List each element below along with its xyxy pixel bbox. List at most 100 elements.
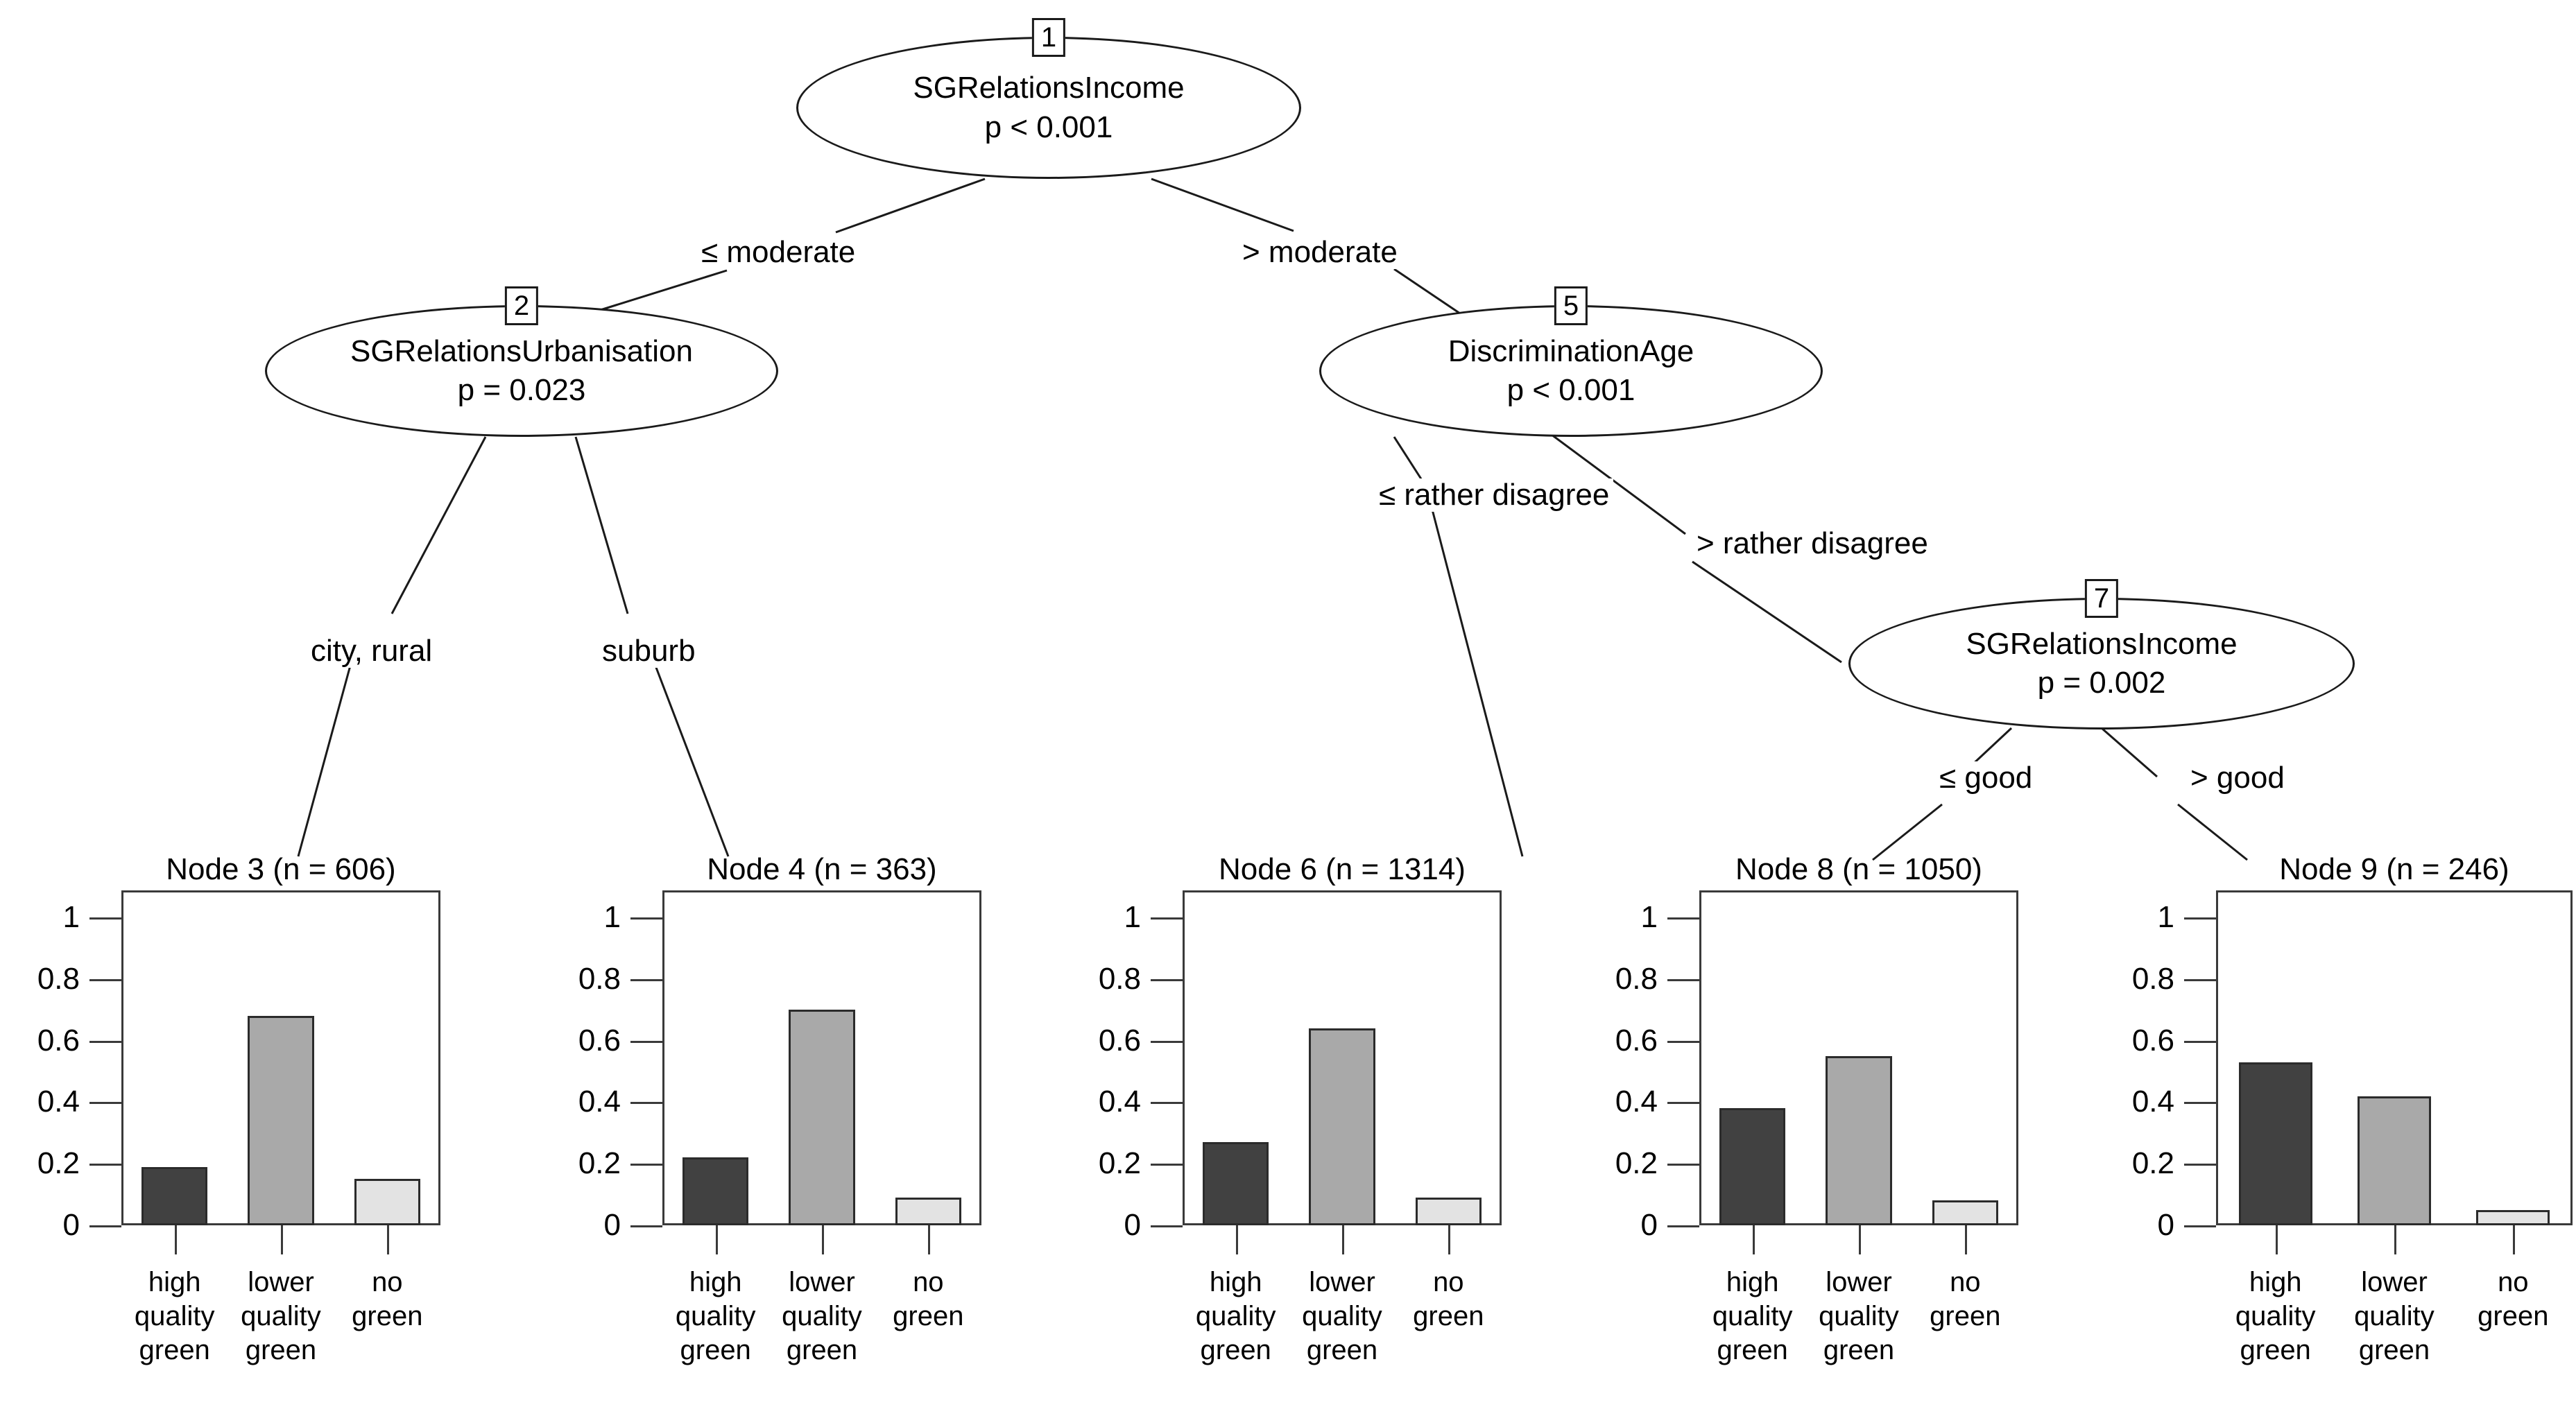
y-tick-mark: [1667, 1102, 1699, 1105]
y-tick-label: 0: [1640, 1208, 1658, 1242]
x-category-line: green: [1823, 1334, 1895, 1365]
x-category-line: quality: [2235, 1300, 2316, 1331]
x-category-line: green: [2478, 1300, 2549, 1331]
inner-node-7[interactable]: 7 SGRelationsIncome p = 0.002: [1848, 579, 2355, 730]
bar: [248, 1016, 314, 1225]
y-tick-label: 1: [1640, 900, 1658, 934]
y-tick-label: 1: [62, 900, 80, 934]
x-category-line: green: [2240, 1334, 2311, 1365]
x-category-line: green: [139, 1334, 210, 1365]
x-tick-mark: [1448, 1225, 1451, 1254]
x-category-line: high: [2249, 1267, 2302, 1297]
x-tick-mark: [2275, 1225, 2278, 1254]
x-category-line: green: [786, 1334, 858, 1365]
y-tick-mark: [1667, 1164, 1699, 1166]
y-tick-mark: [2184, 1225, 2216, 1227]
y-tick-label: 0: [62, 1208, 80, 1242]
x-category-line: no: [1433, 1267, 1464, 1297]
y-tick-label: 0.2: [1615, 1146, 1658, 1181]
edge-label-2-right: suburb: [598, 635, 700, 668]
node-1-pvalue: p < 0.001: [984, 110, 1113, 144]
inner-node-1[interactable]: 1 SGRelationsIncome p < 0.001: [796, 18, 1301, 179]
y-tick-mark: [630, 1102, 662, 1105]
y-tick-label: 1: [1124, 900, 1141, 934]
x-category-line: quality: [134, 1300, 215, 1331]
x-category-line: green: [1306, 1334, 1378, 1365]
x-category-line: no: [2498, 1267, 2529, 1297]
edge-label-7-right: > good: [2186, 761, 2289, 795]
bar: [1826, 1055, 1892, 1225]
x-category-line: lower: [1309, 1267, 1375, 1297]
bar: [2238, 1062, 2312, 1225]
x-category-line: lower: [2361, 1267, 2428, 1297]
y-tick-mark: [89, 978, 121, 981]
x-category-line: green: [1413, 1300, 1484, 1331]
edge-label-7-left: ≤ good: [1935, 761, 2037, 795]
x-tick-mark: [1965, 1225, 1968, 1254]
x-category-line: quality: [1195, 1300, 1276, 1331]
bar: [1719, 1108, 1786, 1225]
y-tick-mark: [1151, 1225, 1183, 1227]
x-category-line: high: [1209, 1267, 1262, 1297]
y-tick-label: 0.2: [37, 1146, 80, 1181]
y-tick-label: 0.4: [1098, 1085, 1141, 1119]
inner-node-5[interactable]: 5 DiscriminationAge p < 0.001: [1319, 286, 1823, 437]
y-tick-label: 0.6: [578, 1023, 621, 1058]
y-tick-label: 0.8: [2131, 961, 2174, 996]
y-tick-label: 0.4: [578, 1085, 621, 1119]
bar: [682, 1157, 749, 1225]
panel-title: Node 3 (n = 606): [166, 852, 396, 886]
y-tick-label: 0.8: [1615, 961, 1658, 996]
y-tick-mark: [1151, 978, 1183, 981]
y-tick-label: 0: [603, 1208, 621, 1242]
x-tick-mark: [1752, 1225, 1755, 1254]
bar: [1415, 1198, 1482, 1225]
edge-label-5-left: ≤ rather disagree: [1375, 478, 1614, 512]
x-category-line: lower: [789, 1267, 855, 1297]
y-tick-mark: [2184, 978, 2216, 981]
y-tick-mark: [1667, 1225, 1699, 1227]
y-tick-mark: [89, 917, 121, 920]
x-category-line: quality: [782, 1300, 862, 1331]
x-tick-mark: [1342, 1225, 1344, 1254]
inner-node-2[interactable]: 2 SGRelationsUrbanisation p = 0.023: [265, 286, 778, 437]
y-tick-label: 0.8: [37, 961, 80, 996]
y-tick-mark: [630, 1040, 662, 1043]
y-tick-mark: [1151, 917, 1183, 920]
node-7-variable: SGRelationsIncome: [1966, 626, 2238, 661]
x-category-line: high: [148, 1267, 201, 1297]
y-tick-mark: [2184, 917, 2216, 920]
x-tick-mark: [715, 1225, 718, 1254]
y-tick-mark: [1151, 1164, 1183, 1166]
panel-title: Node 8 (n = 1050): [1735, 852, 1982, 886]
bar: [2357, 1096, 2432, 1225]
bar: [1932, 1200, 1998, 1225]
y-tick-mark: [1667, 1040, 1699, 1043]
node-2-pvalue: p = 0.023: [457, 373, 586, 407]
y-tick-label: 0.6: [2131, 1023, 2174, 1058]
y-tick-mark: [2184, 1164, 2216, 1166]
node-1-variable: SGRelationsIncome: [913, 71, 1185, 105]
x-category-line: lower: [1826, 1267, 1892, 1297]
y-tick-mark: [89, 1225, 121, 1227]
bar: [2476, 1209, 2550, 1225]
edge-label-5-right: > rather disagree: [1692, 527, 1932, 560]
edge-label-1-right: > moderate: [1238, 236, 1402, 269]
x-tick-mark: [2394, 1225, 2396, 1254]
y-tick-label: 0.6: [1615, 1023, 1658, 1058]
x-category-line: quality: [675, 1300, 756, 1331]
x-category-line: high: [1726, 1267, 1779, 1297]
x-category-line: green: [680, 1334, 751, 1365]
